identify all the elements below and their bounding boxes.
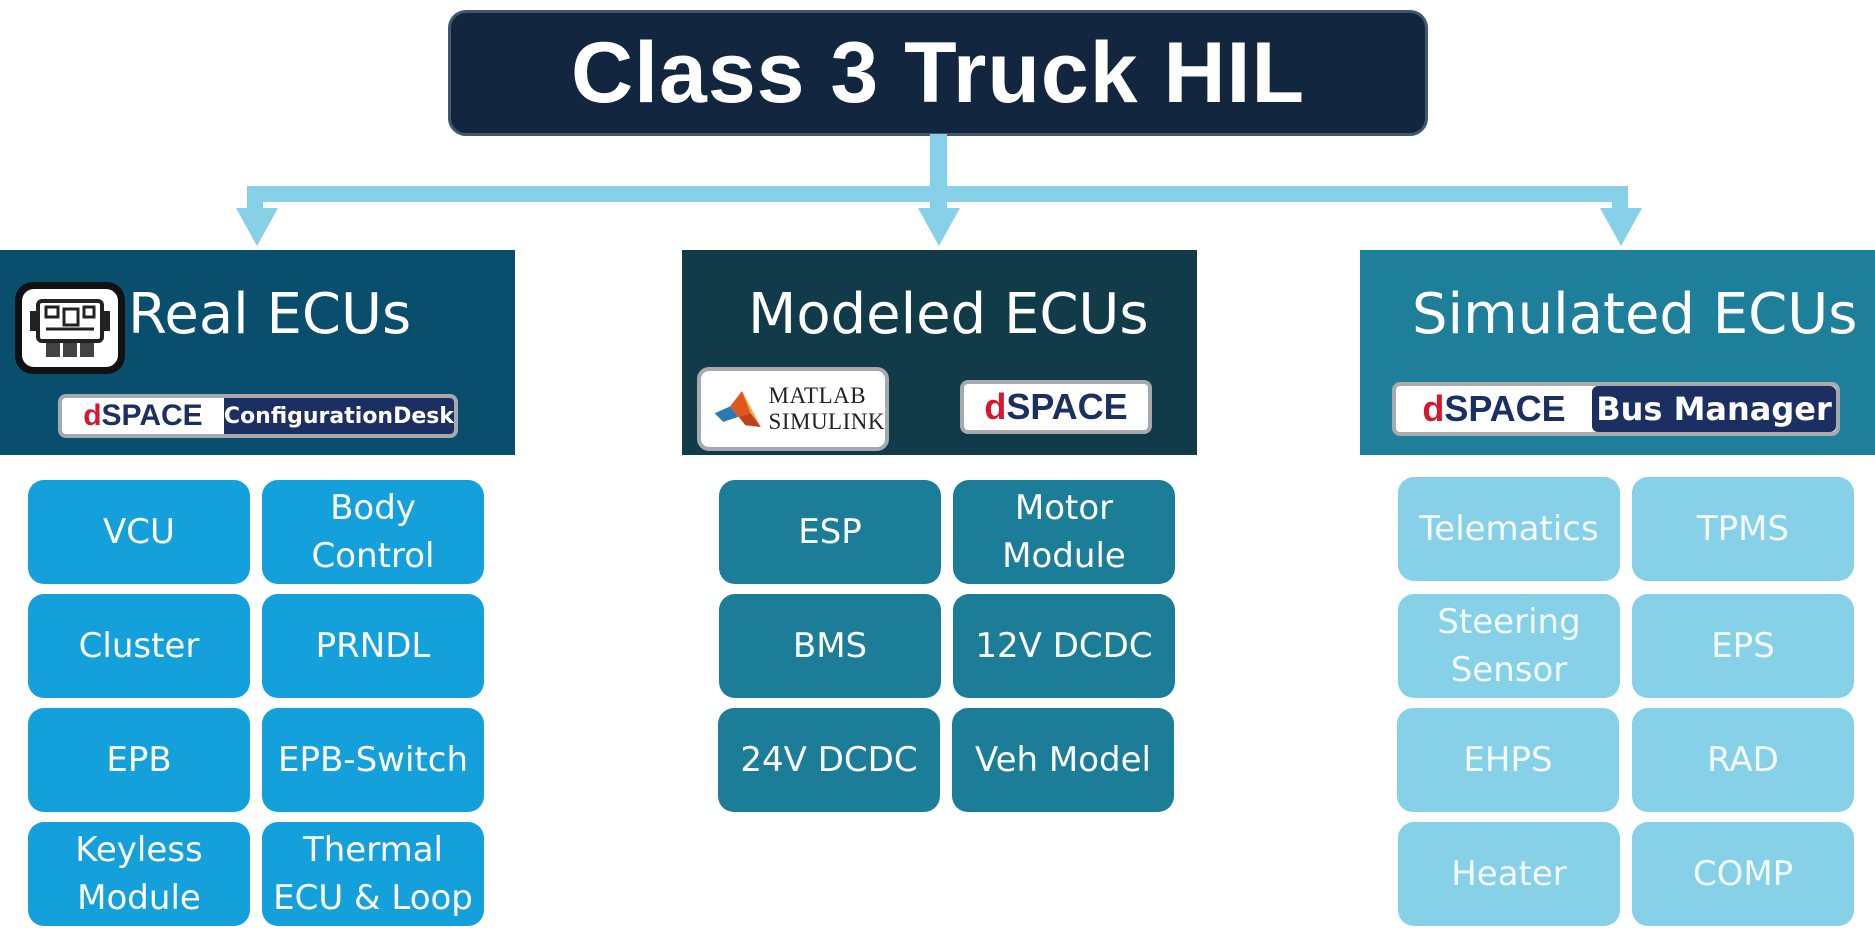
ecu-tile-keyless-module: Keyless Module: [28, 822, 250, 926]
matlab-membrane-icon: [714, 391, 761, 427]
ecu-tile-epb-switch: EPB-Switch: [262, 708, 484, 812]
ecu-tile-body-control: Body Control: [262, 480, 484, 584]
arrowhead-left: [236, 208, 278, 246]
bus-manager-tag: Bus Manager: [1592, 386, 1836, 432]
ecu-tile-eps: EPS: [1632, 594, 1854, 698]
ecu-tile-thermal-ecu-loop: Thermal ECU & Loop: [262, 822, 484, 926]
simulated-ecus-title: Simulated ECUs: [1412, 282, 1858, 347]
dspace-d: d: [984, 386, 1007, 427]
diagram-title: Class 3 Truck HIL: [571, 24, 1305, 121]
ecu-board-icon: [15, 282, 125, 374]
real-ecus-title: Real ECUs: [128, 282, 412, 347]
ecu-tile-12v-dcdc: 12V DCDC: [953, 594, 1175, 698]
diagram-title-box: Class 3 Truck HIL: [448, 10, 1428, 136]
dspace-d: d: [1422, 388, 1445, 429]
ecu-tile-prndl: PRNDL: [262, 594, 484, 698]
connector-center-stem: [930, 186, 947, 210]
ecu-tile-comp: COMP: [1632, 822, 1854, 926]
dspace-space: SPACE: [1006, 386, 1128, 427]
connector-trunk: [930, 134, 947, 192]
dspace-space: SPACE: [101, 399, 203, 432]
connector-left-stem: [247, 186, 263, 210]
ecu-tile-epb: EPB: [28, 708, 250, 812]
ecu-tile-cluster: Cluster: [28, 594, 250, 698]
ecu-tile-heater: Heater: [1398, 822, 1620, 926]
ecu-tile-rad: RAD: [1632, 708, 1854, 812]
ecu-tile-telematics: Telematics: [1398, 477, 1620, 581]
connector-arrows: [236, 134, 1642, 246]
ecu-tile-ehps: EHPS: [1397, 708, 1619, 812]
matlab-simulink-logo: MATLAB SIMULINK: [697, 367, 889, 451]
configurationdesk-tag: ConfigurationDesk: [223, 398, 454, 434]
dspace-d: d: [83, 399, 102, 432]
ecu-tile-motor-module: Motor Module: [953, 480, 1175, 584]
matlab-label: MATLAB: [768, 383, 867, 408]
simulink-label: SIMULINK: [768, 409, 885, 434]
ecu-tile-veh-model: Veh Model: [952, 708, 1174, 812]
dspace-space: SPACE: [1444, 388, 1566, 429]
arrowhead-right: [1600, 208, 1642, 246]
ecu-tile-vcu: VCU: [28, 480, 250, 584]
ecu-tile-24v-dcdc: 24V DCDC: [718, 708, 940, 812]
modeled-ecus-title: Modeled ECUs: [748, 282, 1149, 347]
connector-right-stem: [1612, 186, 1628, 210]
ecu-tile-esp: ESP: [719, 480, 941, 584]
arrowhead-center: [918, 208, 960, 246]
ecu-tile-steering-sensor: Steering Sensor: [1398, 594, 1620, 698]
ecu-tile-tpms: TPMS: [1632, 477, 1854, 581]
ecu-tile-bms: BMS: [719, 594, 941, 698]
